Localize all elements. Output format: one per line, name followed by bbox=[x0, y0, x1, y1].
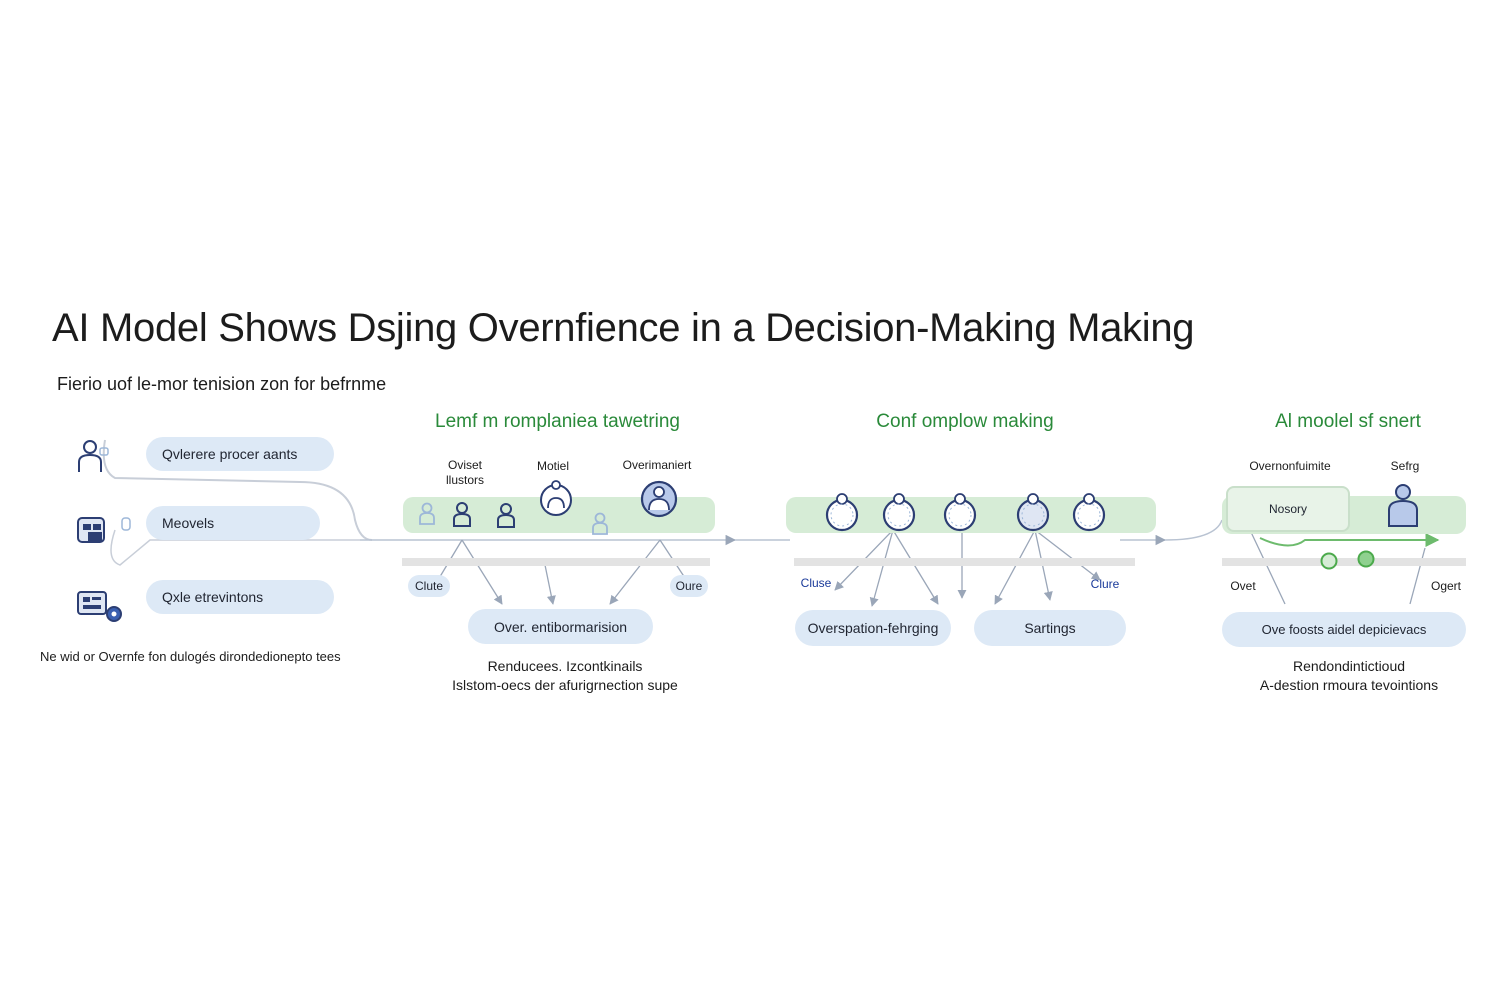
left-item-pill[interactable]: Qxle etrevintons bbox=[146, 580, 334, 614]
stage1-top-label: Oviset llustors bbox=[445, 458, 484, 487]
stage2-rail bbox=[794, 558, 1135, 566]
stage2-side-left: Cluse bbox=[800, 576, 832, 590]
person-icon bbox=[496, 503, 516, 534]
stage2-header: Conf omplow making bbox=[876, 411, 1054, 432]
status-dot-icon bbox=[1319, 551, 1339, 576]
person-icon bbox=[1386, 482, 1420, 533]
stage1-desc-line1: Renducees. Izcontkinails bbox=[487, 658, 643, 674]
person-icon bbox=[76, 438, 110, 479]
person-ring-icon bbox=[942, 492, 978, 539]
stage1-desc-line2: Islstom-oecs der afurigrnection supe bbox=[452, 677, 678, 693]
stage3-side-right: Ogert bbox=[1430, 579, 1461, 593]
stage3-rail bbox=[1222, 558, 1466, 566]
status-dot-icon bbox=[1356, 549, 1376, 574]
device-icon bbox=[75, 512, 135, 553]
stage3-desc-line1: Rendondintictioud bbox=[1292, 658, 1406, 674]
stage2-side-right: Clure bbox=[1090, 577, 1120, 591]
stage2-output-pill[interactable]: Sartings bbox=[974, 610, 1126, 646]
person-icon bbox=[418, 502, 436, 531]
stage3-header: Al moolel sf snert bbox=[1275, 411, 1421, 432]
stage3-desc-line2: A-destion rmoura tevointions bbox=[1259, 677, 1439, 693]
page-subtitle: Fierio uof le-mor tenision zon for befrn… bbox=[57, 374, 387, 394]
stage3-output-pill[interactable]: Ove foosts aidel depicievacs bbox=[1222, 612, 1466, 647]
stage1-output-pill[interactable]: Over. entibormarision bbox=[468, 609, 653, 644]
person-icon bbox=[452, 502, 472, 533]
stage3-side-left: Ovet bbox=[1230, 579, 1256, 593]
person-icon bbox=[591, 512, 609, 541]
stage1-top-label: Overimaniert bbox=[622, 458, 692, 472]
stage3-box[interactable]: Nosory bbox=[1226, 486, 1350, 532]
page-title: AI Model Shows Dsjing Overnfience in a D… bbox=[52, 306, 1195, 350]
stage1-side-right: Oure bbox=[670, 575, 708, 597]
left-item-pill[interactable]: Qvlerere procer aants bbox=[146, 437, 334, 471]
left-item-pill[interactable]: Meovels bbox=[146, 506, 320, 540]
stage3-top-label: Overnonfuimite bbox=[1249, 459, 1331, 473]
person-ring-icon bbox=[881, 492, 917, 539]
person-ring-icon bbox=[1015, 492, 1051, 539]
person-ring-icon bbox=[824, 492, 860, 539]
gear-screen-icon bbox=[76, 588, 126, 629]
person-ring-icon bbox=[640, 478, 678, 525]
person-ring-icon bbox=[1071, 492, 1107, 539]
stage2-output-pill[interactable]: Overspation-fehrging bbox=[795, 610, 951, 646]
stage1-side-left: Clute bbox=[408, 575, 450, 597]
person-ring-icon bbox=[538, 480, 574, 523]
stage1-header: Lemf m romplaniea tawetring bbox=[435, 411, 680, 432]
stage1-top-label: Motiel bbox=[536, 459, 569, 473]
footnote: Ne wid or Overnfe fon dulogés dirondedio… bbox=[40, 649, 341, 664]
stage1-rail bbox=[402, 558, 710, 566]
stage3-top-label: Sefrg bbox=[1390, 459, 1420, 473]
